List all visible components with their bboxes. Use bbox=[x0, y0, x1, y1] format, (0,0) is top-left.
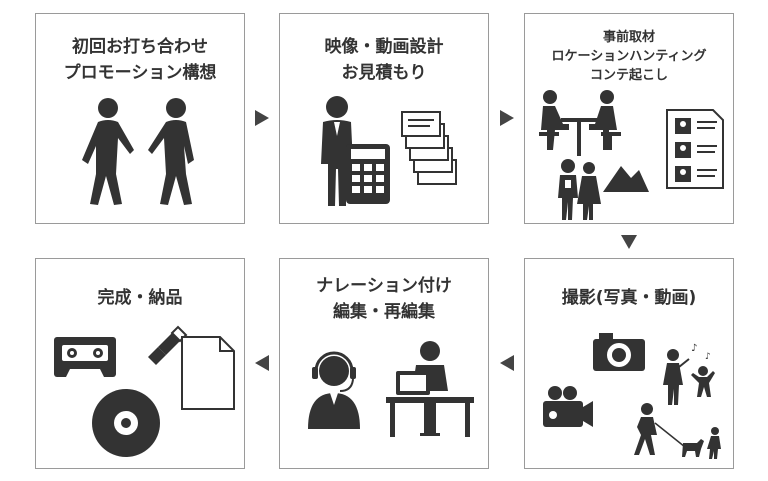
step-2-line-1: 映像・動画設計 bbox=[324, 37, 444, 57]
handshake-people-icon bbox=[82, 98, 194, 205]
step-4-line-1: 撮影(写真・動画) bbox=[561, 288, 697, 308]
people-couple-icon bbox=[558, 159, 601, 220]
step-5-illustration bbox=[308, 341, 474, 437]
step-6-title: 完成・納品 bbox=[36, 285, 244, 311]
singing-people-icon: ♪ ♪ bbox=[663, 343, 715, 405]
step-5-title: ナレーション付け 編集・再編集 bbox=[280, 273, 488, 325]
step-1-line-1: 初回お打ち合わせ bbox=[72, 37, 208, 57]
documents-stack-icon bbox=[401, 111, 457, 185]
video-camera-icon bbox=[543, 386, 593, 427]
document-file-icon bbox=[181, 336, 235, 410]
step-5-line-2: 編集・再編集 bbox=[333, 302, 435, 322]
step-3-illustration bbox=[539, 90, 724, 220]
step-3-line-1: 事前取材 bbox=[602, 30, 655, 45]
step-6-line-1: 完成・納品 bbox=[97, 288, 183, 308]
step-1-line-2: プロモーション構想 bbox=[63, 63, 217, 83]
usb-stick-icon bbox=[148, 325, 188, 365]
step-5-card: ナレーション付け 編集・再編集 bbox=[279, 258, 489, 469]
step-3-line-3: コンテ起こし bbox=[589, 68, 668, 83]
step-1-card: 初回お打ち合わせ プロモーション構想 bbox=[35, 13, 245, 224]
step-2-card: 映像・動画設計 お見積もり bbox=[279, 13, 489, 224]
walking-dog-icon bbox=[634, 403, 721, 459]
cassette-icon bbox=[54, 337, 116, 377]
disc-icon bbox=[92, 389, 160, 457]
step-6-card: 完成・納品 bbox=[35, 258, 245, 469]
businessman-icon bbox=[321, 96, 353, 206]
editor-desk-icon bbox=[386, 341, 474, 437]
step-4-card: 撮影(写真・動画) ♪ ♪ bbox=[524, 258, 734, 469]
arrow-right-icon bbox=[500, 110, 514, 126]
step-3-title: 事前取材 ロケーションハンティング コンテ起こし bbox=[525, 28, 733, 85]
calculator-icon bbox=[346, 144, 390, 204]
step-6-illustration bbox=[54, 325, 235, 457]
step-2-title: 映像・動画設計 お見積もり bbox=[280, 34, 488, 86]
arrow-right-icon bbox=[255, 110, 269, 126]
step-5-line-1: ナレーション付け bbox=[316, 276, 452, 296]
svg-text:♪: ♪ bbox=[705, 352, 711, 362]
step-1-title: 初回お打ち合わせ プロモーション構想 bbox=[36, 34, 244, 86]
step-3-card: 事前取材 ロケーションハンティング コンテ起こし bbox=[524, 13, 734, 224]
meeting-table-icon bbox=[539, 90, 621, 156]
step-2-illustration bbox=[321, 96, 457, 206]
mountains-icon bbox=[603, 166, 649, 192]
camera-icon bbox=[593, 333, 645, 371]
step-4-title: 撮影(写真・動画) bbox=[525, 285, 733, 311]
arrow-left-icon bbox=[255, 355, 269, 371]
storyboard-sheet-icon bbox=[666, 109, 724, 189]
step-2-line-2: お見積もり bbox=[341, 63, 427, 83]
step-3-line-2: ロケーションハンティング bbox=[551, 49, 707, 64]
arrow-left-icon bbox=[500, 355, 514, 371]
svg-text:♪: ♪ bbox=[691, 343, 697, 354]
step-4-illustration: ♪ ♪ bbox=[543, 333, 721, 459]
arrow-down-icon bbox=[621, 235, 637, 249]
narrator-headset-icon bbox=[308, 351, 360, 429]
